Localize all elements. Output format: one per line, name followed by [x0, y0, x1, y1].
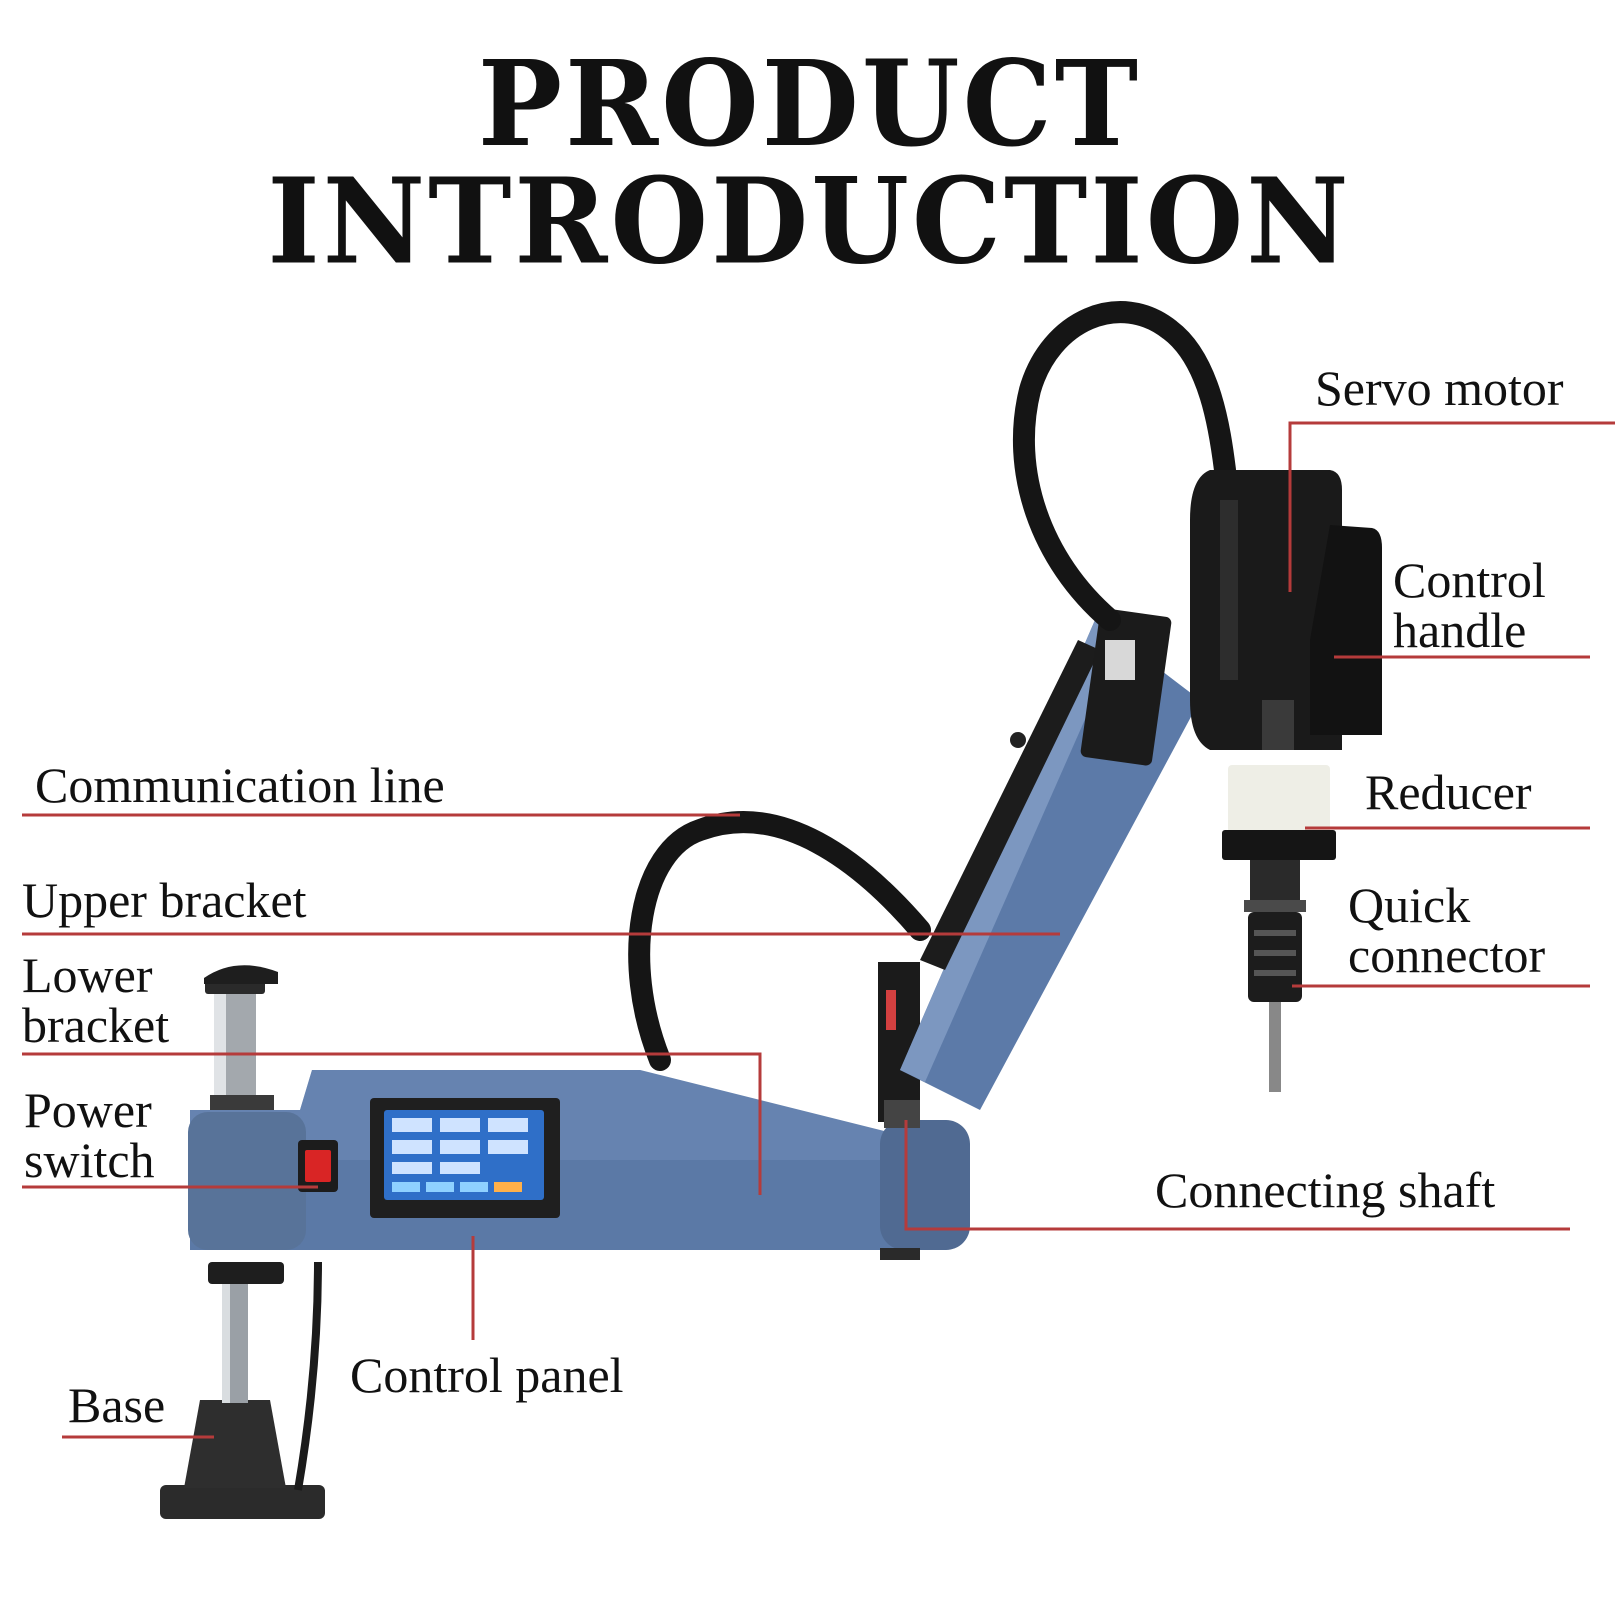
label-control-handle: Control handle [1393, 555, 1546, 655]
label-lower-bracket: Lower bracket [22, 950, 169, 1050]
label-upper-bracket: Upper bracket [22, 872, 307, 928]
label-communication-line: Communication line [35, 757, 445, 813]
label-control-handle-line1: Control [1393, 552, 1546, 608]
label-servo-motor: Servo motor [1315, 360, 1564, 416]
label-quick-connector: Quick connector [1348, 880, 1545, 980]
column-part [204, 965, 278, 1113]
label-lower-bracket-line1: Lower [22, 947, 153, 1003]
label-power-switch: Power switch [24, 1085, 155, 1185]
label-power-switch-line2: switch [24, 1132, 155, 1188]
label-reducer: Reducer [1365, 764, 1532, 820]
label-base: Base [68, 1377, 166, 1433]
label-quick-connector-line1: Quick [1348, 877, 1471, 933]
label-lower-bracket-line2: bracket [22, 997, 170, 1053]
communication-cable-part [628, 301, 1236, 1071]
label-control-panel: Control panel [350, 1347, 624, 1403]
base-part [160, 1261, 325, 1519]
leader-lines [22, 421, 1615, 1439]
label-connecting-shaft: Connecting shaft [1155, 1162, 1496, 1218]
label-quick-connector-line2: connector [1348, 927, 1546, 983]
page-title: PRODUCT INTRODUCTION [267, 35, 1352, 292]
upper-bracket-part [900, 608, 1200, 1110]
label-control-handle-line2: handle [1393, 602, 1527, 658]
label-power-switch-line1: Power [24, 1082, 152, 1138]
servo-motor-part [1190, 470, 1382, 1092]
lower-bracket-part [188, 1070, 970, 1260]
